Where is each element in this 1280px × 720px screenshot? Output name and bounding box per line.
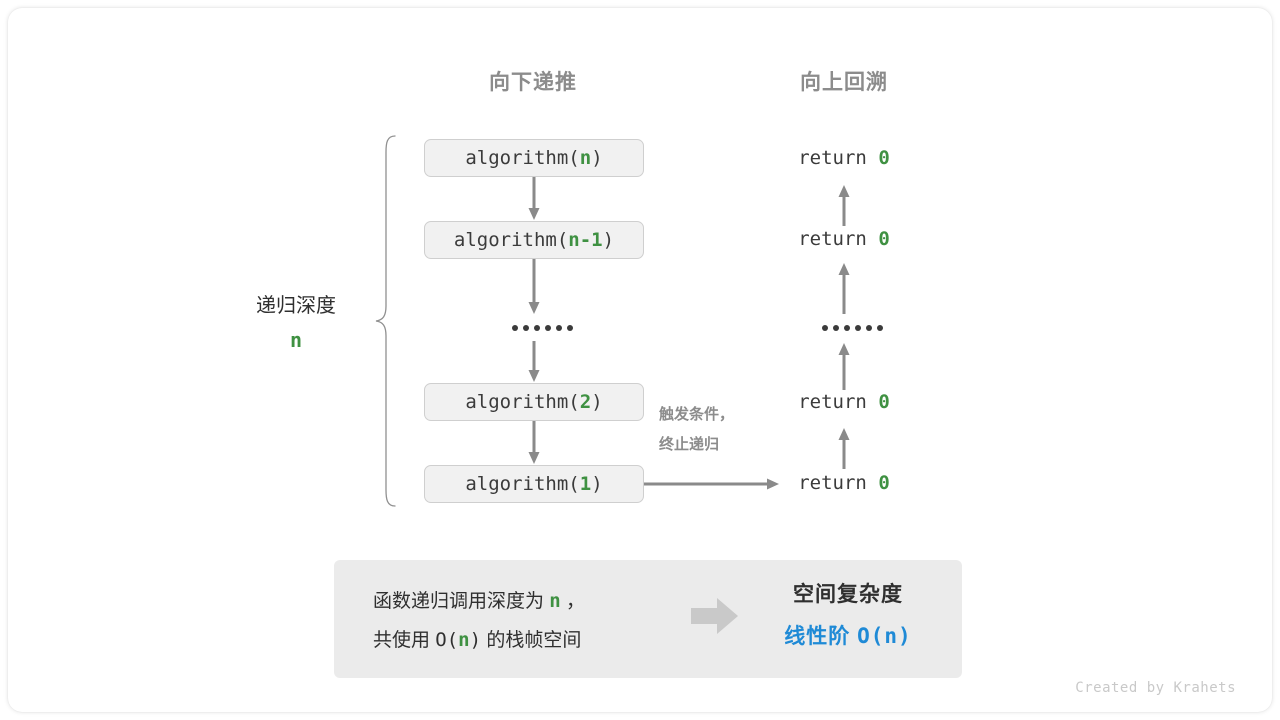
call-frame-2: algorithm(2): [424, 383, 644, 421]
ellipsis-dot: [545, 325, 551, 331]
ellipsis-dot: [833, 325, 839, 331]
arrow-up-2-icon: [838, 263, 850, 314]
summary-line1-n: n: [549, 590, 561, 612]
arrow-down-3-icon: [528, 341, 540, 382]
ellipsis-dot: [567, 325, 573, 331]
arrow-up-4-icon: [838, 428, 850, 469]
ellipsis-dot: [866, 325, 872, 331]
return-base-value: 0: [878, 472, 890, 494]
arrow-down-1-icon: [528, 177, 540, 220]
column-header-backtrack-up: 向上回溯: [800, 71, 888, 94]
return-second: return 0: [764, 228, 924, 250]
ellipsis-dot: [822, 325, 828, 331]
call-frame-n-arg: n: [579, 147, 592, 169]
recursion-depth-brace: [375, 135, 396, 507]
ellipsis-dot: [512, 325, 518, 331]
return-fourth: return 0: [764, 391, 924, 413]
arrow-down-4-icon: [528, 421, 540, 464]
complexity-result-value: 线性阶 O(n): [753, 620, 943, 650]
summary-line2-n: n: [458, 629, 470, 651]
call-frame-n: algorithm(n): [424, 139, 644, 177]
return-top: return 0: [764, 147, 924, 169]
return-fourth-text: return: [798, 391, 879, 413]
diagram-card: 向下递推 向上回溯 递归深度 n algorithm(n) algorithm(…: [8, 8, 1272, 712]
column-header-recurse-down: 向下递推: [489, 71, 577, 94]
call-frame-n-prefix: algorithm(: [465, 147, 580, 169]
summary-line2-close: ): [469, 629, 482, 651]
summary-line2-suffix: 的栈帧空间: [481, 630, 582, 651]
credit-text: Created by Krahets: [1075, 680, 1236, 696]
complexity-result: 空间复杂度 线性阶 O(n): [753, 578, 943, 650]
complexity-result-expr: O(n): [857, 624, 912, 648]
right-arrow-icon: [691, 598, 738, 634]
call-frame-ellipsis: [512, 325, 573, 331]
call-frame-2-arg: 2: [579, 391, 592, 413]
call-frame-2-suffix: ): [591, 391, 603, 413]
ellipsis-dot: [556, 325, 562, 331]
complexity-result-order: 线性阶: [784, 625, 858, 648]
return-base-text: return: [798, 472, 879, 494]
return-top-text: return: [798, 147, 879, 169]
summary-line2-prefix: 共使用: [373, 630, 436, 651]
call-frame-2-prefix: algorithm(: [465, 391, 580, 413]
summary-line1-suffix: ，: [560, 591, 586, 612]
ellipsis-dot: [534, 325, 540, 331]
recursion-depth-value: n: [289, 328, 303, 352]
summary-line2-o: O(: [435, 629, 459, 651]
complexity-summary-line2: 共使用 O(n) 的栈帧空间: [373, 621, 585, 660]
ellipsis-dot: [523, 325, 529, 331]
arrow-down-2-icon: [528, 259, 540, 314]
complexity-summary-text: 函数递归调用深度为 n ， 共使用 O(n) 的栈帧空间: [373, 582, 585, 660]
ellipsis-dot: [877, 325, 883, 331]
complexity-summary-panel: 函数递归调用深度为 n ， 共使用 O(n) 的栈帧空间 空间复杂度 线性阶 O…: [334, 560, 962, 678]
base-case-note-line2: 终止递归: [659, 436, 720, 453]
base-case-note: 触发条件， 终止递归: [659, 400, 734, 460]
ellipsis-dot: [855, 325, 861, 331]
return-ellipsis: [822, 325, 883, 331]
recursion-depth-label: 递归深度 n: [211, 289, 381, 352]
call-frame-1-prefix: algorithm(: [465, 473, 580, 495]
call-frame-1-suffix: ): [591, 473, 603, 495]
arrow-up-1-icon: [838, 185, 850, 226]
complexity-summary-line1: 函数递归调用深度为 n ，: [373, 582, 585, 621]
call-frame-n-1-arg: n-1: [568, 229, 603, 251]
call-frame-n-suffix: ): [591, 147, 603, 169]
arrow-up-3-icon: [838, 343, 850, 390]
return-base: return 0: [764, 472, 924, 494]
call-frame-1: algorithm(1): [424, 465, 644, 503]
return-fourth-value: 0: [878, 391, 890, 413]
arrow-right-base-case-icon: [644, 478, 779, 490]
ellipsis-dot: [844, 325, 850, 331]
return-second-value: 0: [878, 228, 890, 250]
recursion-depth-title: 递归深度: [256, 295, 336, 317]
complexity-result-title: 空间复杂度: [793, 583, 903, 606]
base-case-note-line1: 触发条件，: [659, 406, 735, 423]
return-top-value: 0: [878, 147, 890, 169]
call-frame-1-arg: 1: [579, 473, 592, 495]
call-frame-n-1: algorithm(n-1): [424, 221, 644, 259]
return-second-text: return: [798, 228, 879, 250]
call-frame-n-1-suffix: ): [602, 229, 615, 251]
summary-line1-prefix: 函数递归调用深度为: [373, 591, 550, 612]
call-frame-n-1-prefix: algorithm(: [453, 229, 569, 251]
